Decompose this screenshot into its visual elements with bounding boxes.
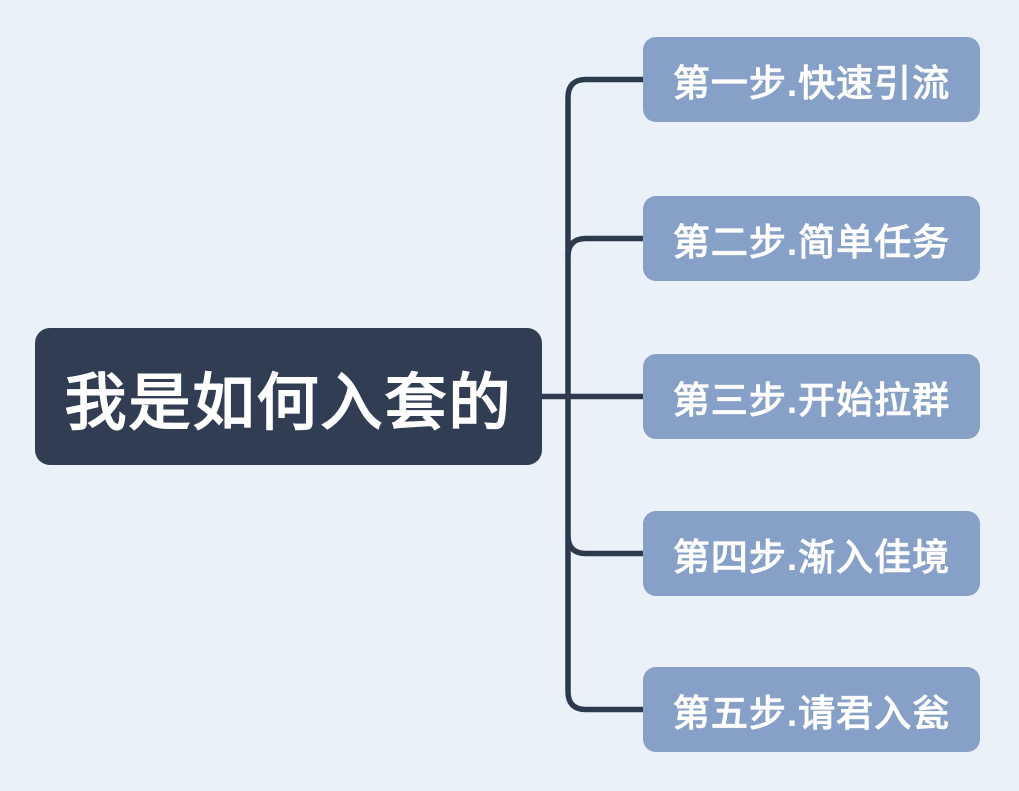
root-node[interactable]: 我是如何入套的	[35, 328, 542, 465]
connector-trunk-branch-1-and-5	[565, 76, 646, 713]
branch-node-label: 第五步.请君入瓮	[672, 692, 951, 734]
connector-branch-4	[565, 535, 646, 557]
root-node-label: 我是如何入套的	[64, 368, 513, 438]
branch-node-label: 第四步.渐入佳境	[672, 536, 951, 578]
branch-node-step-4[interactable]: 第四步.渐入佳境	[643, 511, 980, 596]
branch-node-step-3[interactable]: 第三步.开始拉群	[643, 354, 980, 439]
branch-node-label: 第二步.简单任务	[672, 221, 951, 263]
branch-node-step-5[interactable]: 第五步.请君入瓮	[643, 667, 980, 752]
branch-node-step-1[interactable]: 第一步.快速引流	[643, 37, 980, 122]
branch-node-label: 第一步.快速引流	[672, 62, 951, 104]
branch-node-label: 第三步.开始拉群	[672, 379, 951, 421]
connector-branch-2	[565, 235, 646, 257]
branch-node-step-2[interactable]: 第二步.简单任务	[643, 196, 980, 281]
